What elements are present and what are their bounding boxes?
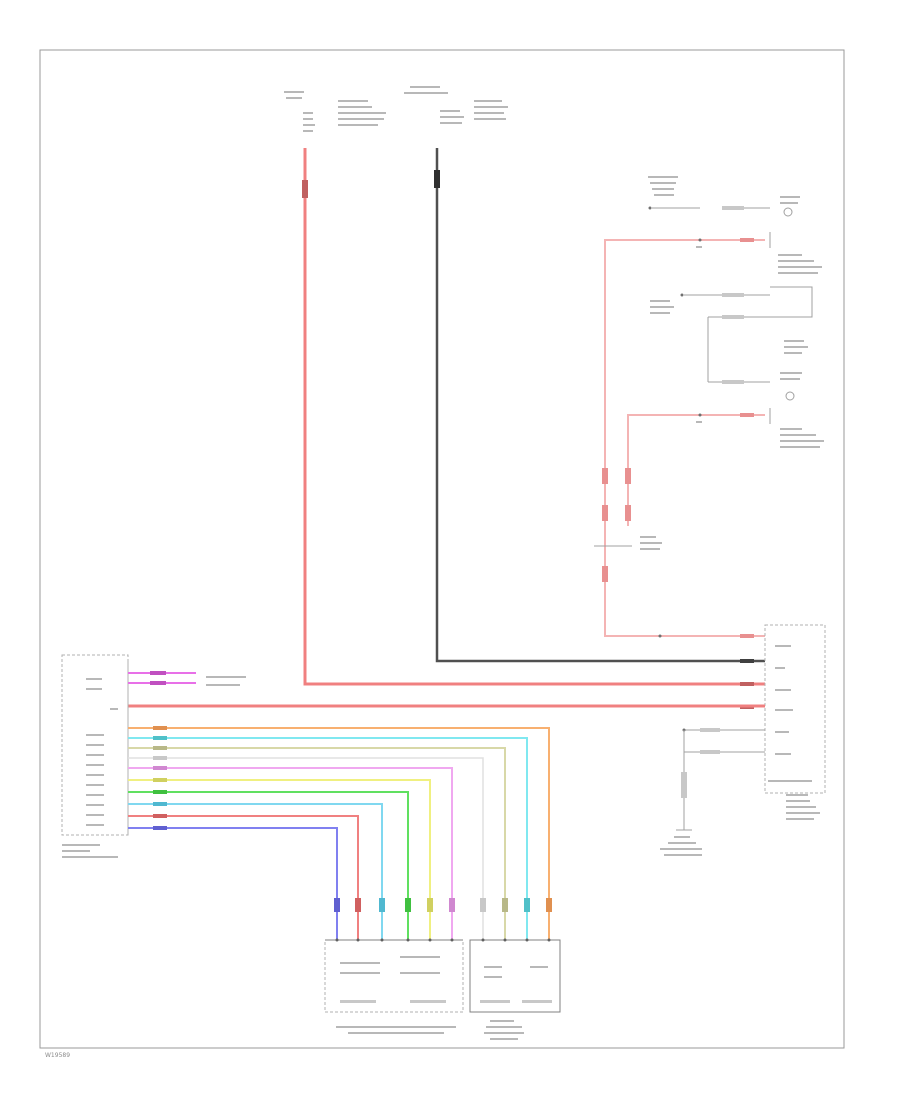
wire-sig-blue	[128, 827, 338, 940]
wire-sig-violet	[128, 767, 453, 940]
bottom-right-connector	[469, 938, 561, 1040]
wire-sig-gray	[128, 757, 484, 940]
wire-loop-supply-mid	[627, 414, 765, 526]
magenta-pair-label	[206, 676, 246, 686]
mid-right-switch	[650, 286, 813, 401]
lower-right-module	[764, 624, 826, 820]
bottom-left-connector	[324, 938, 464, 1034]
wire-sig-yellow	[128, 779, 431, 940]
splice-ground	[594, 536, 662, 550]
wire-bat-feed	[303, 148, 765, 686]
right-mid-connector-label	[780, 428, 824, 448]
right-top-connector-label	[778, 254, 822, 274]
top-mid-feed-label	[404, 86, 508, 124]
diagram-frame	[39, 49, 845, 1049]
upper-right-switch	[648, 176, 800, 217]
wire-loop-supply-top	[604, 239, 765, 637]
wire-label-ignition-feed	[434, 170, 440, 188]
ground-branch	[660, 728, 765, 856]
wire-sig-orange	[128, 727, 550, 940]
wire-sig-red	[128, 815, 359, 940]
wire-sig-tan	[128, 747, 506, 940]
top-left-feed-label	[284, 91, 386, 132]
wire-sig-cyan	[128, 737, 528, 940]
left-control-unit	[61, 654, 129, 858]
wire-ignition-feed	[435, 148, 765, 663]
wire-sig-lightblue	[128, 803, 383, 940]
diagram-ref-id: W19589	[45, 1052, 70, 1059]
wire-sig-green	[128, 791, 409, 940]
wire-label-bat-feed	[302, 180, 308, 198]
